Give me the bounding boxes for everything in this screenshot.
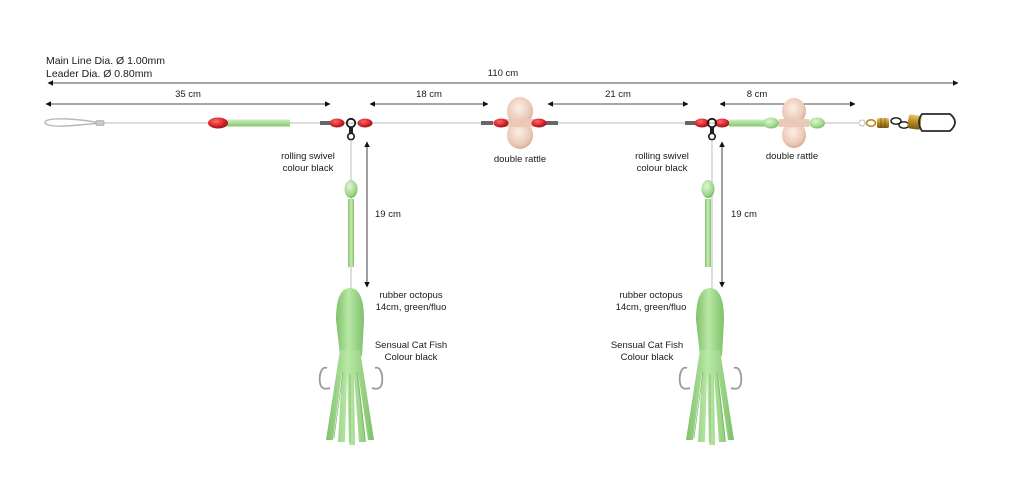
dim-drop-left-label: 19 cm (375, 209, 401, 220)
dimension-lines (45, 80, 959, 288)
right-double-rattle (729, 98, 825, 148)
catfish-right-label: Sensual Cat Fish Colour black (610, 340, 684, 363)
dim-total-label: 110 cm (487, 68, 519, 79)
dim-seg2-label: 18 cm (416, 89, 442, 100)
left-swivel-assembly (320, 117, 373, 141)
swivel-left-label: rolling swivel colour black (281, 151, 335, 174)
dim-seg4-label: 8 cm (746, 89, 768, 100)
right-swivel-assembly (685, 117, 730, 141)
right-rubber-octopus (678, 288, 743, 445)
front-bead-tube (208, 117, 290, 129)
dim-drop-right-label: 19 cm (731, 209, 757, 220)
left-double-rattle (481, 97, 558, 149)
line-specs: Main Line Dia. Ø 1.00mm Leader Dia. Ø 0.… (46, 55, 165, 80)
rattle-left-label: double rattle (493, 154, 547, 165)
left-rubber-octopus (318, 288, 384, 445)
swivel-right-label: rolling swivel colour black (635, 151, 689, 174)
end-loop (44, 118, 101, 127)
octopus-left-label: rubber octopus 14cm, green/fluo (375, 290, 447, 313)
left-dropper (344, 140, 358, 295)
crimp-sleeve (95, 120, 105, 126)
main-line-spec: Main Line Dia. Ø 1.00mm (46, 55, 166, 67)
catfish-left-label: Sensual Cat Fish Colour black (374, 340, 448, 363)
dim-seg3-label: 21 cm (605, 89, 631, 100)
octopus-right-label: rubber octopus 14cm, green/fluo (615, 290, 687, 313)
right-dropper (701, 140, 715, 295)
dim-seg1-label: 35 cm (175, 89, 201, 100)
leader-spec: Leader Dia. Ø 0.80mm (46, 67, 153, 80)
rattle-right-label: double rattle (765, 151, 819, 162)
end-snap-swivel (858, 113, 956, 132)
